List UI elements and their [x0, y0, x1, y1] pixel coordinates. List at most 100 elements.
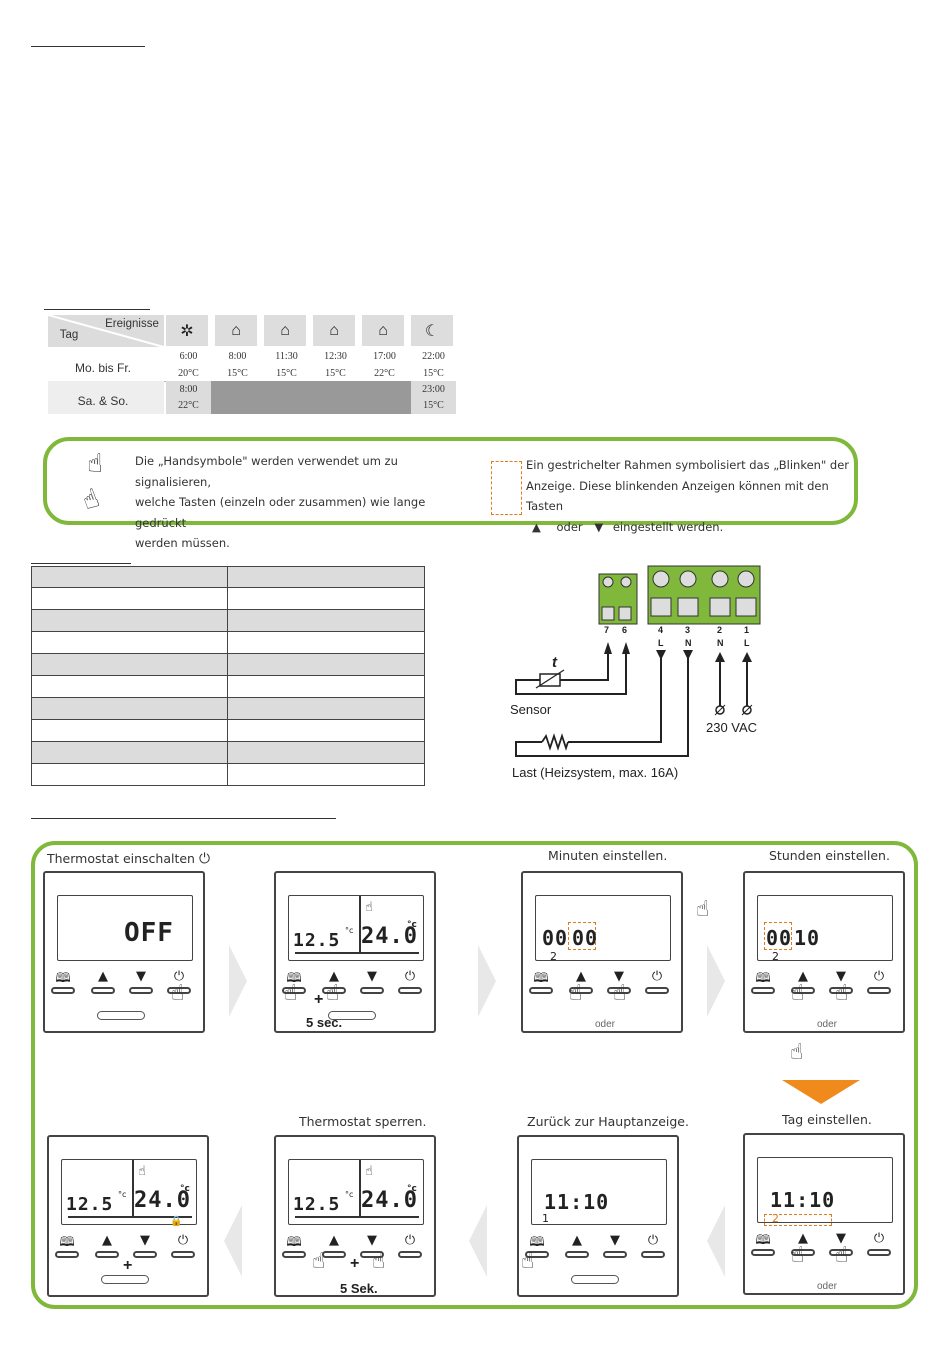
thermometer-icon: °c [345, 926, 354, 935]
terminal-2-letter: N [717, 638, 724, 648]
heat-icon: °c [407, 920, 417, 930]
power-button[interactable] [398, 987, 422, 994]
blink-frame [764, 1214, 832, 1226]
arrow-up-icon: ▲ [532, 519, 541, 534]
spec-row [31, 698, 425, 720]
lcd-hours: 00 [542, 926, 569, 950]
menu-button[interactable] [51, 987, 75, 994]
down-button[interactable] [829, 1249, 853, 1256]
arrow-down-icon: ▼ [140, 1233, 150, 1248]
down-button[interactable] [829, 987, 853, 994]
menu-button[interactable] [282, 1251, 306, 1258]
down-button[interactable] [133, 1251, 157, 1258]
lcd-set-temp: 24.0 [361, 924, 418, 949]
down-button[interactable] [603, 1251, 627, 1258]
power-icon: ⏻ [404, 1233, 416, 1248]
power-button[interactable] [867, 987, 891, 994]
down-button[interactable] [129, 987, 153, 994]
legend-hand-text: werden müssen. [135, 536, 230, 550]
moon-icon: ☾ [411, 315, 453, 346]
power-button[interactable] [167, 987, 191, 994]
cell-temp: 15°C [276, 368, 297, 379]
menu-button[interactable] [55, 1251, 79, 1258]
menu-button[interactable] [751, 987, 775, 994]
lcd-display: ☝ 12.5 °c 24.0 °c [288, 1159, 424, 1225]
power-button[interactable] [171, 1251, 195, 1258]
arrow-up-icon: ▲ [798, 969, 808, 984]
hand-press-icon: ☝ [696, 897, 710, 922]
power-icon: ⏻ [651, 969, 663, 984]
thermostat-step5: 11:10 2 🕮 ▲ ▼ ⏻ ☝ ☝ oder [743, 1133, 905, 1295]
up-button[interactable] [95, 1251, 119, 1258]
legend-blink-end: eingestellt werden. [612, 519, 724, 534]
weekend-first-bg [166, 381, 211, 414]
up-button[interactable] [322, 1251, 346, 1258]
power-button[interactable] [645, 987, 669, 994]
heat-icon: °c [180, 1184, 190, 1194]
arrow-up-icon: ▲ [576, 969, 586, 984]
power-button[interactable] [641, 1251, 665, 1258]
arrow-up-icon: ▲ [102, 1233, 112, 1248]
menu-button[interactable] [751, 1249, 775, 1256]
power-button[interactable] [867, 1249, 891, 1256]
row-weekend-bg [48, 381, 164, 414]
up-button[interactable] [322, 987, 346, 994]
lcd-divider [132, 1160, 134, 1218]
lcd-minutes: 00 [572, 926, 599, 950]
cell-time: 12:30 [324, 351, 347, 362]
schedule-table: Ereignisse Tag ✲ ⌂ ⌂ ⌂ ⌂ ☾ Mo. bis Fr. 6… [48, 315, 458, 415]
house-return-icon: ⌂ [362, 315, 404, 346]
wiring-lines [515, 565, 761, 757]
blink-frame [568, 922, 596, 950]
hold-duration: 5 Sek. [340, 1281, 378, 1296]
spec-border-right [424, 566, 425, 786]
house-sleep-icon: ⌂ [313, 315, 355, 346]
thermostat-step7: ☝ 12.5 °c 24.0 °c 🕮 ▲ ▼ ⏻ ☝ ☝ + 5 Sek. [274, 1135, 436, 1297]
legend-oder: oder [556, 519, 583, 534]
legend-info-box: ☝ ☝ Die „Handsymbole" werden verwendet u… [43, 437, 858, 550]
blink-frame [764, 922, 792, 950]
menu-button[interactable] [529, 987, 553, 994]
down-button[interactable] [607, 987, 631, 994]
cell-time: 6:00 [179, 351, 198, 362]
lcd-divider [359, 1160, 361, 1218]
thermometer-icon: °c [118, 1190, 127, 1199]
terminal-4-label: 4 [658, 625, 664, 635]
up-button[interactable] [91, 987, 115, 994]
hold-duration: 5 sec. [306, 1015, 343, 1030]
cell-time: 17:00 [373, 351, 396, 362]
hand-press-icon: ☝ [521, 1249, 535, 1274]
legend-blink-text: ▲ oder ▼ eingestellt werden. [526, 517, 856, 538]
hand-press-icon: ☝ [569, 981, 583, 1006]
spec-border-left [31, 566, 32, 786]
up-button[interactable] [791, 987, 815, 994]
arrow-up-icon: ▲ [798, 1231, 808, 1246]
cell-time: 8:00 [228, 351, 247, 362]
up-button[interactable] [565, 1251, 589, 1258]
lcd-divider [359, 896, 361, 954]
next-arrow [707, 945, 725, 1017]
terminal-1-letter: L [744, 638, 750, 648]
hand-press-icon: ☝ [312, 1249, 326, 1274]
power-icon: ⏻ [404, 969, 416, 984]
down-button[interactable] [360, 1251, 384, 1258]
up-button[interactable] [791, 1249, 815, 1256]
up-button[interactable] [569, 987, 593, 994]
power-icon: ⏻ [173, 969, 185, 984]
spec-row [31, 632, 425, 654]
menu-button[interactable] [282, 987, 306, 994]
spec-row [31, 742, 425, 764]
book-icon: 🕮 [286, 971, 302, 986]
power-icon: ⏻ [198, 851, 211, 867]
lcd-room-temp: 12.5 [293, 1194, 341, 1215]
power-button[interactable] [398, 1251, 422, 1258]
weekend-last-bg [411, 381, 456, 414]
down-button[interactable] [360, 987, 384, 994]
schedule-header-diagonal [48, 315, 164, 348]
wiring-diagram: 7 6 4 3 2 1 L N N L t Sensor 230 VAC Las… [500, 560, 780, 790]
terminal-3-label: 3 [685, 625, 691, 635]
next-arrow [478, 945, 496, 1017]
menu-button[interactable] [525, 1251, 549, 1258]
lcd-room-temp: 12.5 [293, 930, 341, 951]
prev-arrow [224, 1205, 242, 1277]
